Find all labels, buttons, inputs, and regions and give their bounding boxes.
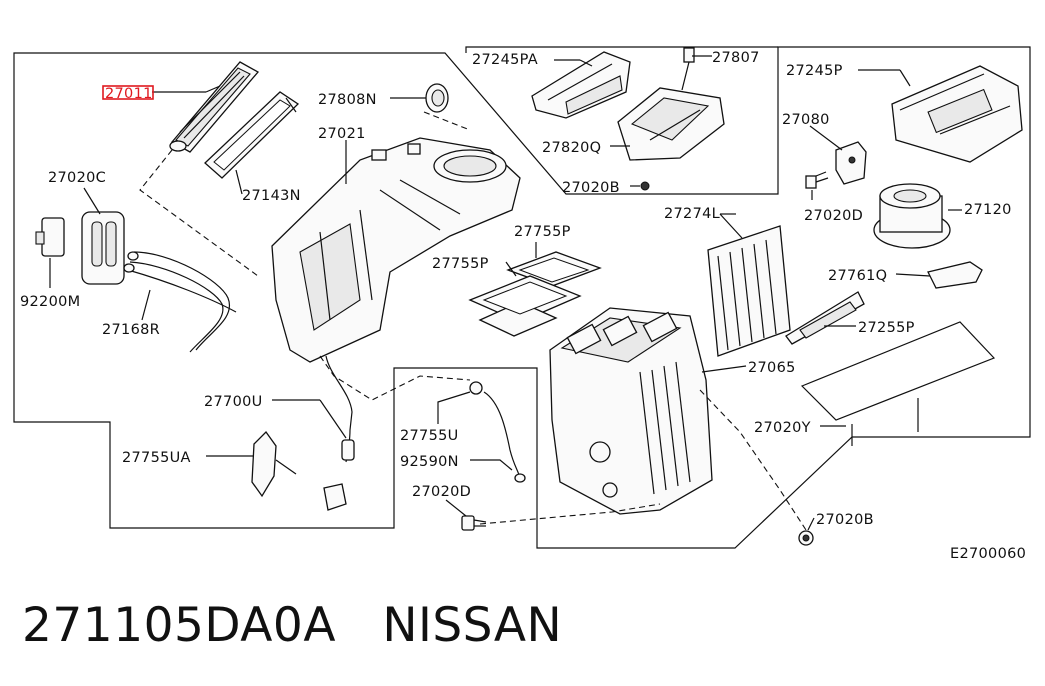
pipe-27755U-92590N[interactable] bbox=[469, 381, 526, 483]
heater-core-27011[interactable] bbox=[169, 61, 260, 153]
case-27820Q[interactable] bbox=[617, 87, 725, 191]
callout-27020Y[interactable]: 27020Y bbox=[754, 420, 811, 436]
heater-housing-27021[interactable] bbox=[271, 137, 521, 363]
part-caption: 271105DA0A NISSAN bbox=[22, 598, 562, 653]
callout-92200M[interactable]: 92200M bbox=[20, 294, 80, 310]
callout-27011[interactable]: 27011 bbox=[105, 86, 153, 102]
callout-27020D-right[interactable]: 27020D bbox=[804, 208, 863, 224]
callout-27807[interactable]: 27807 bbox=[712, 50, 760, 66]
caption-part-number: 271105DA0A bbox=[22, 598, 336, 653]
seal-27808N[interactable] bbox=[425, 83, 449, 113]
callout-27143N[interactable]: 27143N bbox=[242, 188, 301, 204]
callout-27245P[interactable]: 27245P bbox=[786, 63, 843, 79]
callout-27700U[interactable]: 27700U bbox=[204, 394, 263, 410]
diagram-code: E2700060 bbox=[950, 546, 1026, 562]
gasket-27755P-b[interactable] bbox=[468, 275, 582, 337]
highlight-box bbox=[102, 85, 154, 100]
callout-27020B-top[interactable]: 27020B bbox=[562, 180, 620, 196]
left-group-outline bbox=[13, 46, 1031, 549]
screw-27020D-right[interactable] bbox=[805, 171, 829, 189]
callout-27274L[interactable]: 27274L bbox=[664, 206, 720, 222]
caption-brand: NISSAN bbox=[382, 598, 563, 653]
pipes-27168R[interactable] bbox=[123, 251, 237, 353]
callout-27755U[interactable]: 27755U bbox=[400, 428, 459, 444]
bracket-27755UA[interactable] bbox=[251, 430, 297, 498]
actuator-27080[interactable] bbox=[835, 141, 867, 185]
callout-27065[interactable]: 27065 bbox=[748, 360, 796, 376]
duct-27245PA[interactable] bbox=[531, 51, 631, 119]
duct-27245P[interactable] bbox=[891, 65, 1023, 163]
callout-27020D-bottom[interactable]: 27020D bbox=[412, 484, 471, 500]
drain-hose-27700U[interactable] bbox=[323, 355, 355, 511]
nut-27020B-bottom[interactable] bbox=[798, 530, 814, 546]
clip-92200M[interactable] bbox=[35, 217, 65, 266]
callout-27755P-b[interactable]: 27755P bbox=[432, 256, 489, 272]
callout-27761Q[interactable]: 27761Q bbox=[828, 268, 887, 284]
callout-27021[interactable]: 27021 bbox=[318, 126, 366, 142]
callout-27255P[interactable]: 27255P bbox=[858, 320, 915, 336]
top-center-group-outline bbox=[465, 46, 778, 53]
blower-motor-27120[interactable] bbox=[873, 183, 951, 249]
filter-27274L[interactable] bbox=[707, 225, 791, 357]
leader-lines bbox=[49, 55, 962, 531]
callout-27020C[interactable]: 27020C bbox=[48, 170, 106, 186]
connector-27761Q[interactable] bbox=[927, 261, 983, 289]
callout-27245PA[interactable]: 27245PA bbox=[472, 52, 538, 68]
callout-27020B-bottom[interactable]: 27020B bbox=[816, 512, 874, 528]
mat-27020Y[interactable] bbox=[800, 321, 996, 446]
callout-27120[interactable]: 27120 bbox=[964, 202, 1012, 218]
bracket-27255P[interactable] bbox=[785, 291, 865, 345]
callout-27820Q[interactable]: 27820Q bbox=[542, 140, 601, 156]
callout-27168R[interactable]: 27168R bbox=[102, 322, 160, 338]
callout-92590N[interactable]: 92590N bbox=[400, 454, 459, 470]
callout-27755P-a[interactable]: 27755P bbox=[514, 224, 571, 240]
sensor-27807[interactable] bbox=[681, 47, 695, 91]
frame-27143N[interactable] bbox=[204, 91, 300, 179]
callout-27755UA[interactable]: 27755UA bbox=[122, 450, 191, 466]
screw-27020D-bottom[interactable] bbox=[461, 515, 487, 531]
dashed-assembly-lines bbox=[139, 111, 807, 531]
evaporator-unit-27065[interactable] bbox=[549, 307, 713, 515]
callout-27080[interactable]: 27080 bbox=[782, 112, 830, 128]
grommet-27020C[interactable] bbox=[81, 211, 125, 285]
callout-27808N[interactable]: 27808N bbox=[318, 92, 377, 108]
